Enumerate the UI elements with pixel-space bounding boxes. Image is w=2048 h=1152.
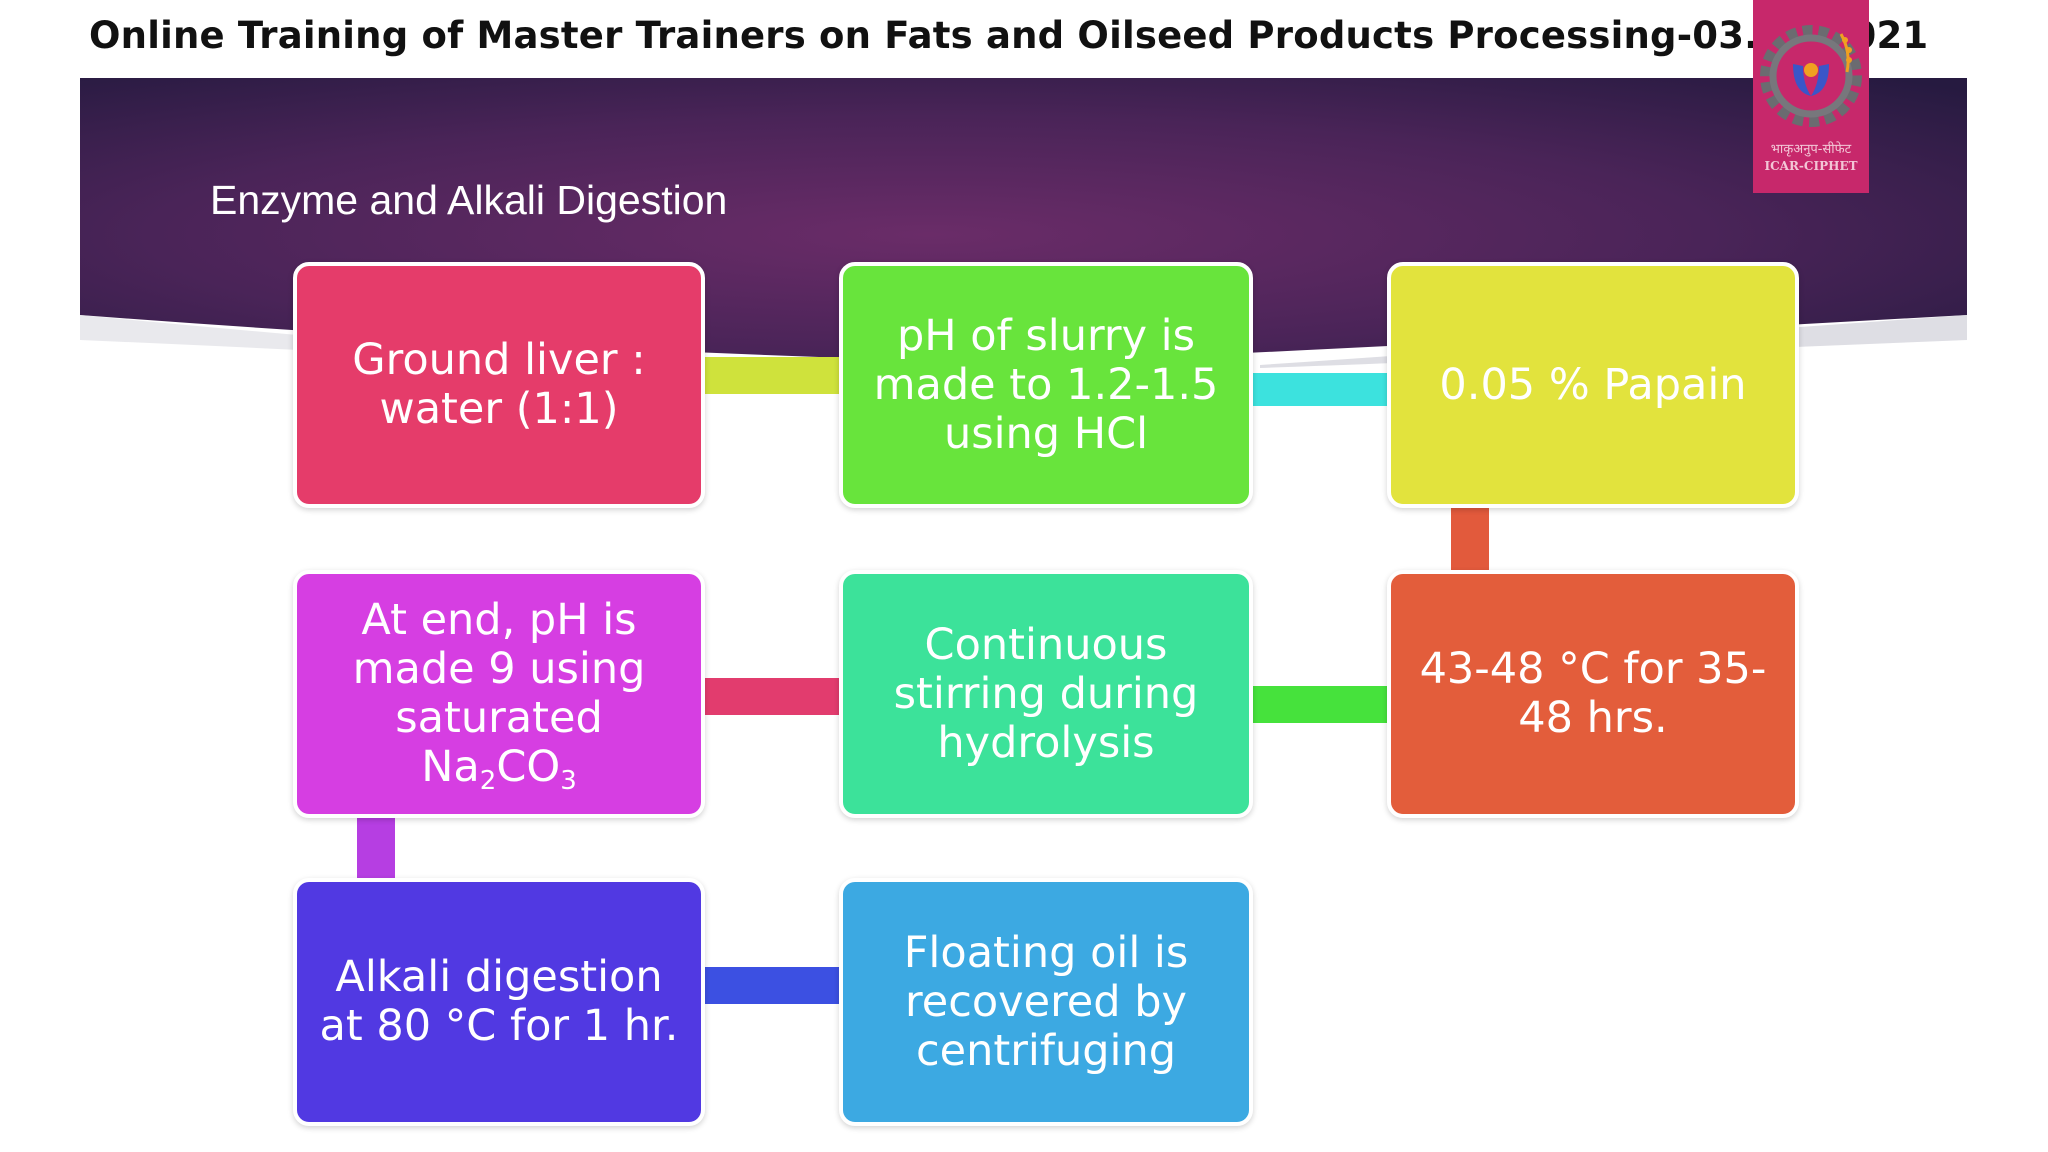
step-alkali-digestion: Alkali digestion at 80 °C for 1 hr. — [293, 878, 705, 1126]
connector-stirring-to-ph-end — [703, 678, 841, 715]
step-ph-slurry-label: pH of slurry is made to 1.2-1.5 using HC… — [873, 310, 1219, 459]
step-temperature-label: 43-48 °C for 35- 48 hrs. — [1419, 644, 1767, 743]
step-floating-oil-label: Floating oil is recovered by centrifugin… — [903, 927, 1189, 1076]
step-ph-end-label: At end, pH is made 9 using saturated Na2… — [352, 595, 646, 795]
logo-english-text: ICAR-CIPHET — [1764, 159, 1858, 173]
step-floating-oil: Floating oil is recovered by centrifugin… — [839, 878, 1253, 1126]
logo-hindi-text: भाकृअनुप-सीफेट — [1770, 142, 1852, 157]
icar-ciphet-logo: भाकृअनुप-सीफेट ICAR-CIPHET — [1753, 0, 1869, 193]
step-stirring-label: Continuous stirring during hydrolysis — [893, 619, 1199, 768]
step-ground-liver-label: Ground liver : water (1:1) — [352, 335, 646, 434]
step-stirring: Continuous stirring during hydrolysis — [839, 570, 1253, 818]
slide-heading: Enzyme and Alkali Digestion — [210, 177, 728, 223]
connector-alkali-to-floating-oil — [703, 967, 841, 1004]
gear-hands-icon — [1753, 0, 1869, 193]
step-ph-slurry: pH of slurry is made to 1.2-1.5 using HC… — [839, 262, 1253, 508]
connector-ph-slurry-to-papain — [1251, 373, 1389, 406]
step-temperature: 43-48 °C for 35- 48 hrs. — [1387, 570, 1799, 818]
connector-ground-liver-to-ph-slurry — [703, 357, 841, 394]
formula-sub-2: 2 — [479, 766, 497, 796]
step-ground-liver: Ground liver : water (1:1) — [293, 262, 705, 508]
step-alkali-digestion-label: Alkali digestion at 80 °C for 1 hr. — [319, 952, 679, 1051]
step-ph-end: At end, pH is made 9 using saturated Na2… — [293, 570, 705, 818]
step-papain: 0.05 % Papain — [1387, 262, 1799, 508]
page-title: Online Training of Master Trainers on Fa… — [89, 14, 1929, 57]
formula-na: Na — [421, 742, 480, 792]
step-papain-label: 0.05 % Papain — [1439, 359, 1747, 410]
connector-ph-end-to-alkali — [357, 817, 395, 879]
formula-sub-3: 3 — [560, 766, 577, 796]
connector-papain-to-temperature — [1451, 508, 1489, 570]
formula-co: CO — [496, 742, 561, 792]
connector-temperature-to-stirring — [1251, 686, 1389, 723]
step-ph-end-text: At end, pH is made 9 using saturated — [352, 595, 646, 743]
